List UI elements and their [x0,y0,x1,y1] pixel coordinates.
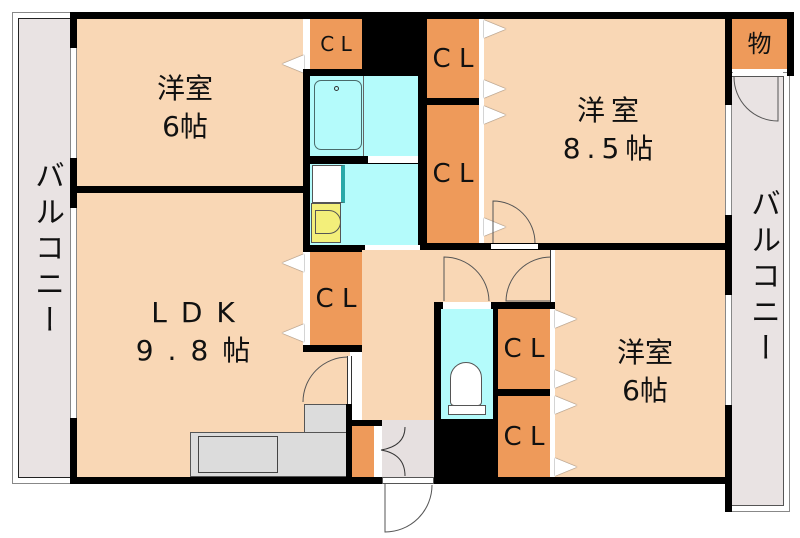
washroom-door [365,245,420,250]
closet-door-marker [282,254,304,272]
wall-bottom-left [70,477,382,484]
balcony-west-label: バルコニー [29,160,64,340]
window-nw [70,48,77,158]
room-ne-door-swing [492,200,536,244]
toilet-door [443,302,491,309]
closet-door-marker [484,218,506,236]
closet-door-marker [484,20,506,38]
closet-se-door [550,309,555,477]
ldk-door-swing [302,356,349,403]
room-western-nw-label: 洋室 6帖 [156,72,213,143]
ldk-door-frame [347,356,352,406]
toilet-tank [448,405,486,415]
closet-door-marker [555,310,577,328]
closet-door-marker [555,396,577,414]
window-ne [725,105,732,215]
closet-ne-door [479,19,484,243]
room-ldk-label: LDK 9.8帖 [135,296,265,367]
entrance-door-swing [384,484,433,533]
fridge-space [304,404,348,434]
shoe-cabinet-door-swing [380,426,406,477]
wall-nw-ldk [70,186,310,193]
storage-door-swing [733,76,779,122]
closet-se-lower: C L [498,396,550,477]
wall-top [70,12,794,19]
wall-entrance-shoebox [346,420,382,426]
window-se [725,295,732,405]
wall-kitchen-east [346,404,352,484]
balcony-west-floor [18,18,72,478]
closet-ldk: C L [310,252,362,345]
wall-ne-se [420,243,732,250]
bath-drain [334,86,339,91]
wall-right-upper [787,12,794,76]
window-ldk [70,208,77,418]
bath-divider [363,76,364,156]
balcony-east-floor [728,76,784,506]
closet-top-door [303,19,310,70]
closet-se-upper: C L [498,309,550,389]
closet-door-marker [282,55,304,73]
closet-door-marker [484,106,506,124]
closet-ne-upper: C L [427,19,479,98]
closet-door-marker [484,80,506,98]
closet-ldk-door [303,252,310,345]
room-western-se-label: 洋室 6帖 [616,336,673,407]
toilet-door-swing [443,256,490,302]
shoe-cabinet [352,426,374,477]
room-se-door-frame [550,250,555,302]
closet-door-marker [555,370,577,388]
closet-door-marker [282,324,304,342]
wall-se-closets [493,389,555,396]
entrance-door-frame [382,477,434,484]
room-western-se [555,250,725,477]
room-western-ne-label: 洋室 8.5帖 [562,94,660,165]
room-western-ne [484,19,725,244]
wall-bottom-right [432,477,732,484]
balcony-east-label: バルコニー [745,188,780,368]
closet-door-marker [555,458,577,476]
closet-ne-lower: C L [427,105,479,243]
washbasin [312,165,345,203]
washing-machine-drum [315,210,341,234]
entrance-floor [382,420,434,477]
storage: 物 [732,19,787,69]
storage-door [733,70,783,75]
wall-center-block [362,19,422,69]
room-ne-door-frame [491,244,538,249]
kitchen-sink [198,436,278,473]
bathtub [314,80,362,150]
bath-door [368,156,418,163]
shoe-cabinet-door [376,428,380,476]
closet-top-small: C L [310,19,362,69]
toilet-bowl [450,362,482,406]
room-western-nw [77,19,303,186]
room-se-door-swing [505,256,552,302]
